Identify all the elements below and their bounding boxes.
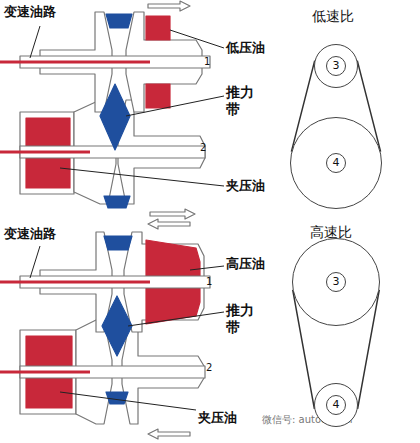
part-label: 高压油	[226, 256, 265, 272]
pulley-circle: 4	[314, 383, 358, 427]
part-label: 2	[200, 142, 206, 154]
part-label: 2	[206, 362, 212, 374]
part-label: 夹压油	[226, 178, 265, 194]
part-label: 变速油路	[4, 226, 56, 242]
part-label: 变速油路	[4, 4, 56, 20]
callout-number: 3	[326, 56, 346, 76]
callout-number: 4	[326, 395, 346, 415]
pulley-circle: 4	[290, 117, 382, 209]
part-label: 夹压油	[198, 410, 237, 426]
pulley-circle: 3	[314, 44, 358, 88]
part-label: 推力带	[226, 84, 255, 118]
callout-number: 4	[326, 153, 346, 173]
part-label: 1	[206, 276, 212, 288]
pulley-circle: 3	[292, 238, 380, 326]
part-label: 低压油	[226, 40, 265, 56]
part-label: 低速比	[312, 8, 354, 25]
part-label: 1	[204, 56, 210, 68]
part-label: 推力带	[226, 302, 255, 336]
callout-number: 3	[326, 272, 346, 292]
